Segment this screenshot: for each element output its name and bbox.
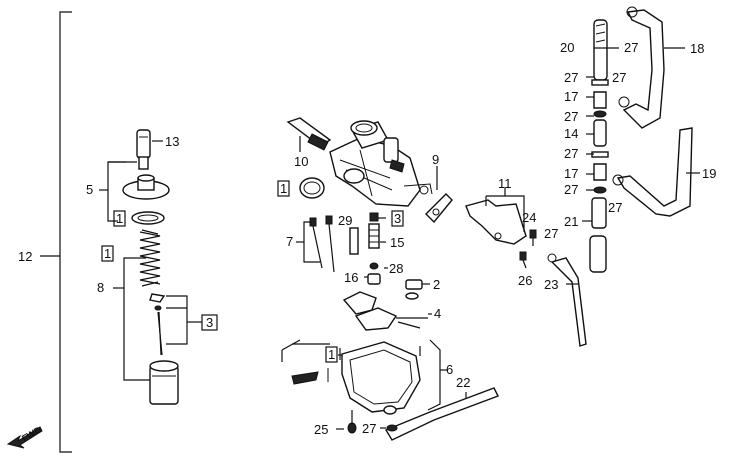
label-27-a: 27 <box>624 40 638 55</box>
label-25: 25 <box>314 422 328 437</box>
label-19: 19 <box>702 166 716 181</box>
label-23: 23 <box>544 277 558 292</box>
label-3-b: 3 <box>394 211 401 226</box>
float-bowl <box>281 339 448 415</box>
label-1-b: 1 <box>104 246 111 261</box>
screws-7 <box>296 215 335 273</box>
tube-18 <box>618 6 665 129</box>
label-7: 7 <box>286 234 293 249</box>
label-27-b: 27 <box>564 70 578 85</box>
drain-tube <box>384 387 499 441</box>
label-27-i: 27 <box>362 421 376 436</box>
bracket-9 <box>425 166 453 224</box>
label-20: 20 <box>560 40 574 55</box>
bracket-11 <box>465 188 527 245</box>
right-tubes <box>589 19 609 273</box>
label-9: 9 <box>432 152 439 167</box>
label-5: 5 <box>86 182 93 197</box>
fwd-arrow <box>6 426 43 449</box>
label-17-a: 17 <box>564 89 578 104</box>
vent-tube-23 <box>547 253 587 347</box>
tube-19 <box>612 127 693 217</box>
label-4: 4 <box>434 306 441 321</box>
label-29: 29 <box>338 213 352 228</box>
label-1-a: 1 <box>116 211 123 226</box>
label-22: 22 <box>456 375 470 390</box>
label-27-f: 27 <box>564 182 578 197</box>
label-16: 16 <box>344 270 358 285</box>
slide-spring <box>139 229 161 287</box>
boxed-labels <box>101 180 404 363</box>
label-3-a: 3 <box>206 315 213 330</box>
label-6: 6 <box>446 362 453 377</box>
label-8: 8 <box>97 280 104 295</box>
label-1-c: 1 <box>280 181 287 196</box>
label-27-g: 27 <box>608 200 622 215</box>
label-13: 13 <box>165 134 179 149</box>
drain-screw <box>336 410 398 434</box>
label-28: 28 <box>389 261 403 276</box>
label-14: 14 <box>564 126 578 141</box>
label-27-e: 27 <box>564 146 578 161</box>
label-1-d: 1 <box>328 347 335 362</box>
label-21: 21 <box>564 214 578 229</box>
label-11: 11 <box>498 176 512 191</box>
label-2: 2 <box>433 277 440 292</box>
screws-24-26 <box>519 229 537 269</box>
label-24: 24 <box>522 210 536 225</box>
float <box>342 291 428 331</box>
leader-lines <box>338 47 700 356</box>
throttle-slide <box>149 360 179 405</box>
slide-assembly <box>99 129 202 405</box>
label-27-h: 27 <box>544 226 558 241</box>
bracket-12 <box>40 11 72 453</box>
carburetor-body <box>286 117 433 207</box>
label-18: 18 <box>690 41 704 56</box>
label-27-d: 27 <box>564 109 578 124</box>
label-12: 12 <box>18 249 32 264</box>
label-15: 15 <box>390 235 404 250</box>
label-17-b: 17 <box>564 166 578 181</box>
label-26: 26 <box>518 273 532 288</box>
label-27-c: 27 <box>612 70 626 85</box>
part-labels: 1 1 1 1 2 3 3 4 5 6 7 8 9 10 11 12 13 14… <box>18 40 716 443</box>
jets <box>349 212 381 285</box>
label-10: 10 <box>294 154 308 169</box>
float-pin <box>405 279 423 300</box>
